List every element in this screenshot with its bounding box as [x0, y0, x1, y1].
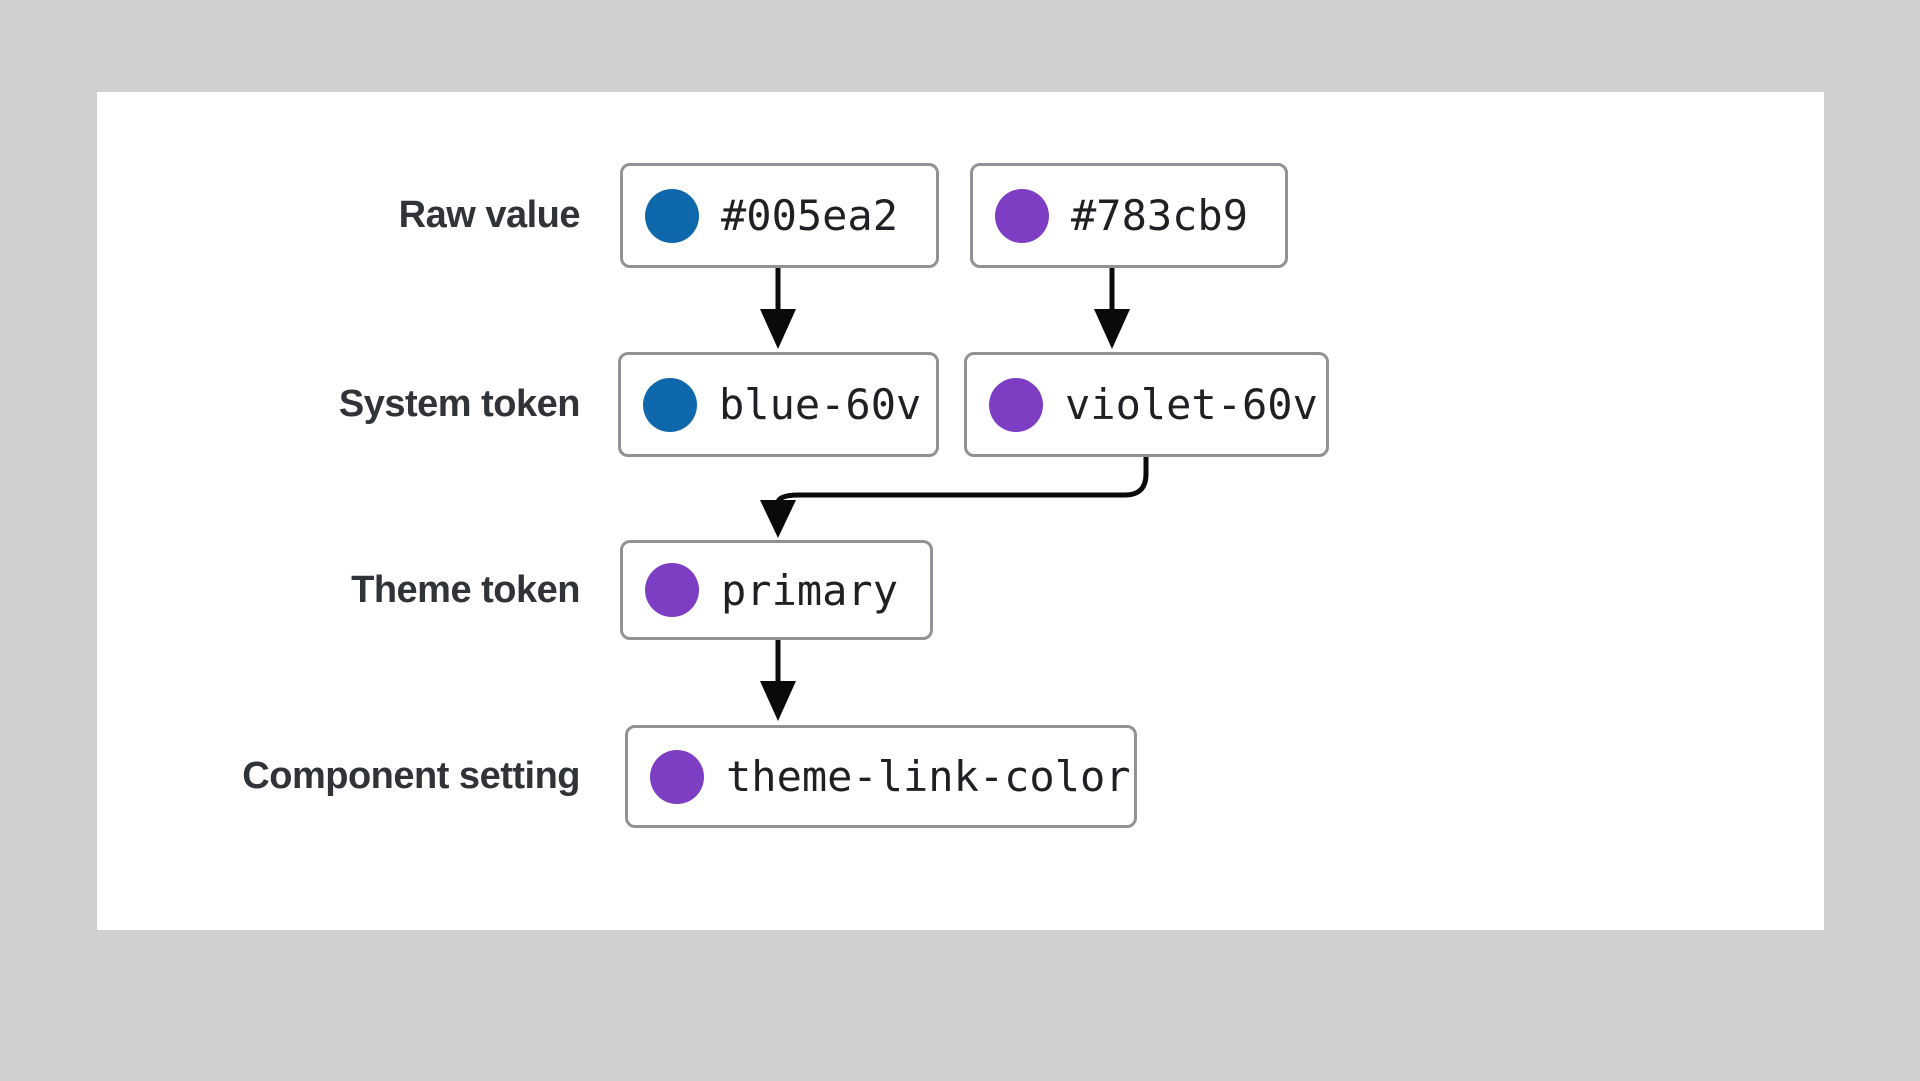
row-label-component-setting: Component setting — [242, 755, 580, 797]
system-token-blue-box: blue-60v — [618, 352, 939, 457]
theme-token-primary-box: primary — [620, 540, 933, 640]
component-setting-text: theme-link-color — [726, 752, 1131, 801]
raw-value-violet-text: #783cb9 — [1071, 191, 1249, 240]
theme-token-primary-text: primary — [721, 565, 899, 615]
blue-color-dot-icon — [645, 188, 699, 243]
row-label-theme-token: Theme token — [351, 568, 580, 611]
row-label-system-token: System token — [338, 383, 581, 425]
raw-value-blue-box: #005ea2 — [620, 163, 939, 268]
violet-color-dot-icon — [989, 377, 1043, 432]
violet-color-dot-icon — [650, 749, 704, 804]
system-token-blue-text: blue-60v — [719, 380, 922, 429]
violet-color-dot-icon — [995, 188, 1049, 243]
component-setting-box: theme-link-color — [625, 725, 1137, 828]
blue-color-dot-icon — [643, 377, 697, 432]
raw-value-violet-box: #783cb9 — [970, 163, 1288, 268]
violet-color-dot-icon — [645, 563, 699, 617]
system-token-violet-text: violet-60v — [1065, 380, 1318, 429]
system-token-violet-box: violet-60v — [964, 352, 1329, 457]
row-label-raw-value: Raw value — [398, 194, 581, 236]
raw-value-blue-text: #005ea2 — [721, 191, 899, 240]
